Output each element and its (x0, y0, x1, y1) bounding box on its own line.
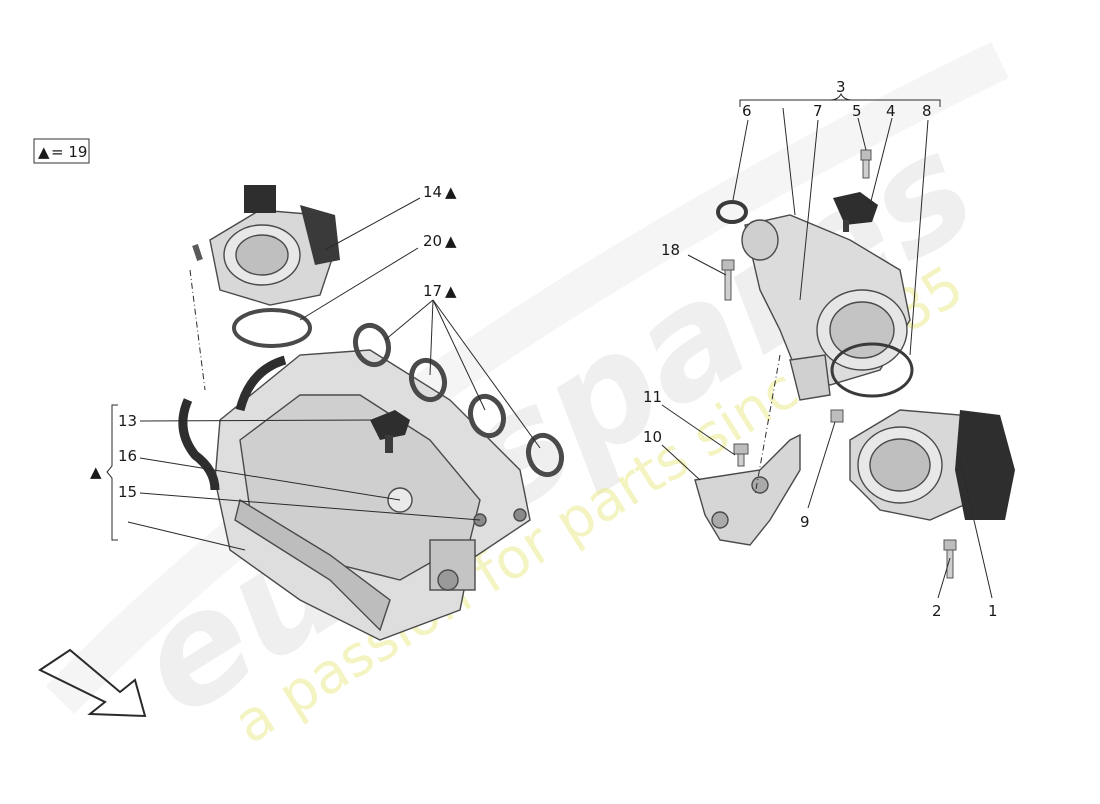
watermark-swoosh (45, 41, 1009, 714)
adapter-housing-3 (741, 214, 911, 401)
callout-17: 17 (423, 282, 442, 300)
throttle-body-1 (849, 409, 1015, 521)
callout-11: 11 (643, 388, 662, 406)
callout-1: 1 (988, 602, 998, 620)
callout-2: 2 (932, 602, 942, 620)
callout-13: 13 (118, 412, 137, 430)
callout-18: 18 (661, 241, 680, 259)
callout-16: 16 (118, 447, 137, 465)
callout-20-triangle: ▲ (445, 232, 457, 250)
callout-15: 15 (118, 483, 137, 501)
callout-6: 6 (742, 102, 752, 120)
callout-9: 9 (800, 513, 810, 531)
callout-14: 14 (423, 183, 442, 201)
legend-box: ▲ = 19 (33, 138, 90, 164)
leader-lines (106, 92, 993, 599)
throttle-body-14 (192, 185, 340, 306)
callout-5: 5 (852, 102, 862, 120)
bracket-3 (739, 99, 941, 107)
bracket-3-tick (829, 92, 853, 101)
sensor-4 (833, 192, 878, 232)
callouts: 3 6 7 5 4 8 18 11 10 9 2 1 14 ▲ 20 ▲ 17 … (90, 78, 998, 620)
bolt-5 (860, 149, 872, 179)
callout-20: 20 (423, 232, 442, 250)
brace-left (106, 404, 118, 541)
callout-3: 3 (836, 78, 846, 96)
hose-13 (178, 355, 287, 491)
callout-7: 7 (813, 102, 823, 120)
callout-8: 8 (922, 102, 932, 120)
map-sensor (370, 410, 410, 453)
callout-4: 4 (886, 102, 896, 120)
clamp-6 (716, 200, 748, 224)
legend-text: = 19 (51, 143, 87, 161)
bolt-18 (721, 259, 735, 301)
seal-ring-8 (830, 342, 914, 398)
callout-14-triangle: ▲ (445, 183, 457, 201)
direction-arrow (38, 648, 147, 718)
brace-triangle: ▲ (90, 463, 102, 481)
nut-9 (830, 409, 844, 423)
bolt-2 (943, 539, 957, 579)
bolt-11 (733, 443, 749, 467)
callout-17-triangle: ▲ (445, 282, 457, 300)
legend-triangle: ▲ (38, 143, 50, 161)
callout-10: 10 (643, 428, 662, 446)
intake-manifold (214, 349, 531, 641)
bracket-10 (694, 433, 801, 546)
gaskets-17 (352, 322, 565, 478)
watermark: eurospares a passion for parts since 198… (45, 41, 1009, 757)
gasket-20 (232, 308, 312, 348)
